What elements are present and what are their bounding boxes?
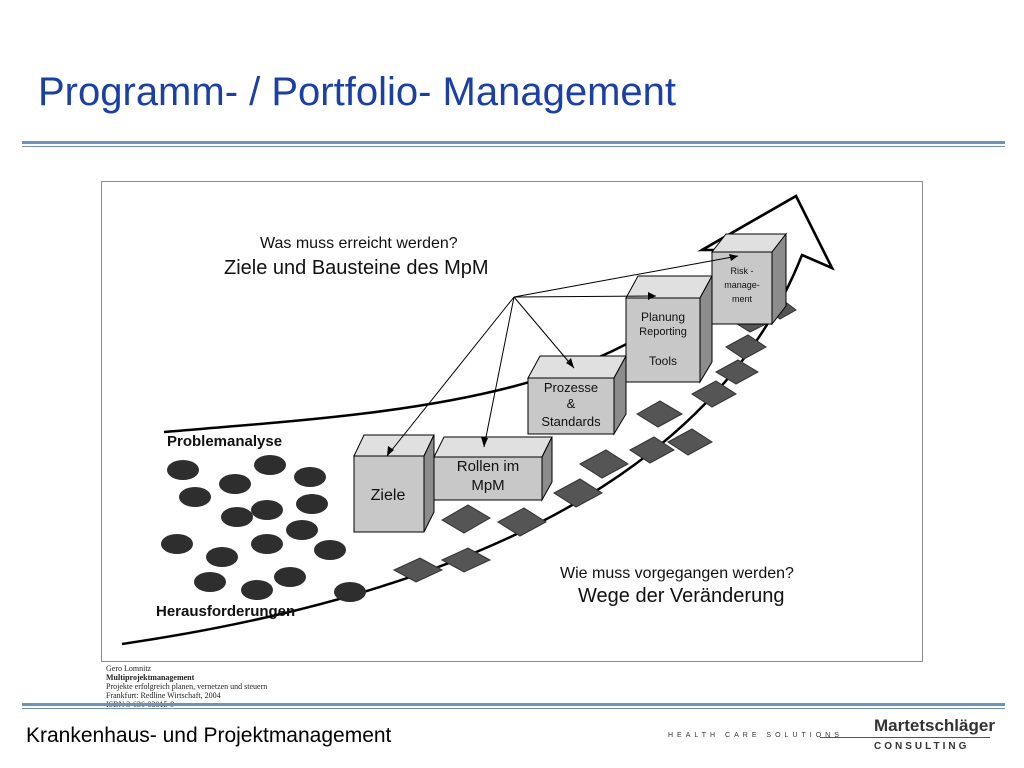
citation-publisher: Frankfurt: Redline Wirtschaft, 2004 xyxy=(106,691,221,700)
block-prozesse-label-3: Standards xyxy=(541,414,601,429)
question-bottom: Wie muss vorgegangen werden? xyxy=(560,565,794,582)
block-risk-label-1: Risk - xyxy=(731,266,754,276)
title-rule-thin xyxy=(22,146,1005,147)
pointer-heads xyxy=(387,254,738,456)
citation-subtitle: Projekte erfolgreich planen, vernetzen u… xyxy=(106,682,268,691)
heading-top: Ziele und Bausteine des MpM xyxy=(224,257,489,279)
block-prozesse-label-2: & xyxy=(567,396,576,411)
heading-bottom: Wege der Veränderung xyxy=(578,585,784,607)
block-risk-label-3: ment xyxy=(732,294,753,304)
citation-author: Gero Lomnitz xyxy=(106,664,152,673)
block-planung-label-2: Reporting xyxy=(639,326,687,338)
block-risk-label-2: manage- xyxy=(724,280,760,290)
footer-rule-thin xyxy=(22,708,1005,709)
block-rollen xyxy=(433,436,553,502)
arrow-head xyxy=(701,194,835,271)
logo-tagline: HEALTH CARE SOLUTIONS xyxy=(668,732,843,739)
footer-text: Krankenhaus- und Projektmanagement xyxy=(26,724,392,747)
block-ziele-label: Ziele xyxy=(371,487,406,504)
diagram-svg: Was muss erreicht werden? Ziele und Baus… xyxy=(121,194,835,646)
block-ziele xyxy=(353,434,435,533)
block-planung-label-1: Planung xyxy=(641,310,685,324)
block-planung xyxy=(625,275,713,384)
citation-title: Multiprojektmanagement xyxy=(106,673,195,682)
label-problemanalyse: Problemanalyse xyxy=(167,433,282,450)
block-risk xyxy=(710,232,788,326)
block-rollen-label-1: Rollen im xyxy=(457,458,520,475)
label-herausforderungen: Herausforderungen xyxy=(156,603,295,620)
title-rule xyxy=(22,141,1005,144)
diagram-figure: Was muss erreicht werden? Ziele und Baus… xyxy=(101,181,923,662)
logo-name: Martetschläger xyxy=(874,716,995,735)
problem-dots xyxy=(161,455,366,602)
block-prozesse-label-1: Prozesse xyxy=(544,380,598,395)
logo-divider xyxy=(820,737,990,738)
question-top: Was muss erreicht werden? xyxy=(260,235,458,252)
pointer-lines xyxy=(386,255,739,457)
logo-sub: CONSULTING xyxy=(874,741,970,752)
block-planung-label-3: Tools xyxy=(649,354,677,368)
slide-title: Programm- / Portfolio- Management xyxy=(38,70,677,114)
footer-rule xyxy=(22,703,1005,706)
block-rollen-label-2: MpM xyxy=(471,477,504,494)
block-prozesse xyxy=(527,355,627,436)
